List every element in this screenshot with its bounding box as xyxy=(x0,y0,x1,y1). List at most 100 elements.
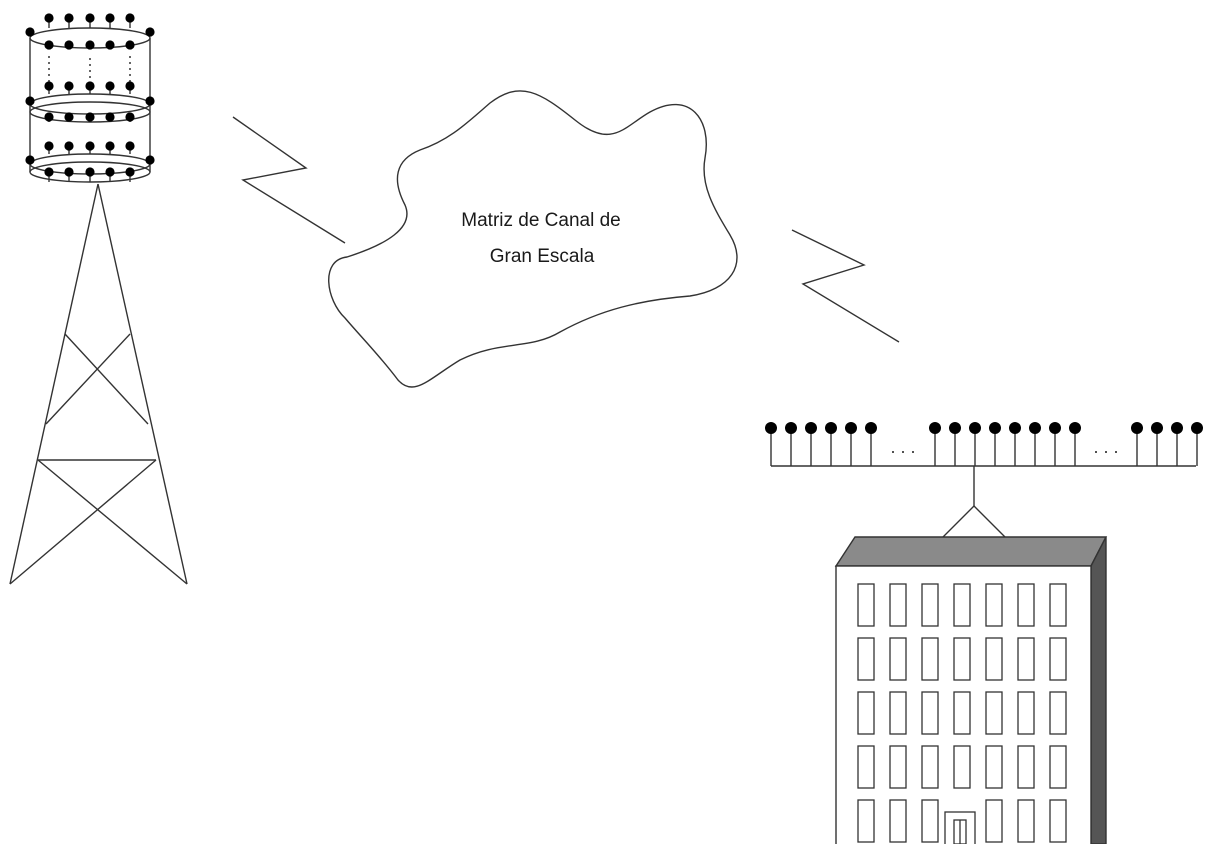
antenna-element xyxy=(105,112,115,122)
tower-lattice xyxy=(9,183,188,585)
antenna-element xyxy=(125,141,135,154)
cylindrical-antenna-array xyxy=(25,13,155,183)
building-windows xyxy=(857,583,1067,844)
building-window xyxy=(985,745,1003,789)
antenna-element xyxy=(64,81,74,94)
building-window xyxy=(953,583,971,627)
building-window xyxy=(1017,691,1035,735)
building-window xyxy=(889,583,907,627)
array-ellipsis-1: . . . xyxy=(890,437,915,457)
building-window xyxy=(953,691,971,735)
antenna-element xyxy=(145,27,155,37)
antenna-element xyxy=(845,422,857,466)
antenna-element xyxy=(969,422,981,466)
linear-antenna-array: . . . . . . xyxy=(765,422,1203,538)
user-terminal: . . . . . . xyxy=(765,422,1203,844)
linear-array-elements xyxy=(765,422,1203,466)
building-window xyxy=(1049,637,1067,681)
building-window xyxy=(889,691,907,735)
antenna-element xyxy=(64,112,74,122)
building-window xyxy=(953,637,971,681)
building-window xyxy=(1049,583,1067,627)
antenna-element xyxy=(825,422,837,466)
antenna-element xyxy=(989,422,1001,466)
wireless-link-left xyxy=(232,116,346,244)
base-station xyxy=(9,13,188,585)
antenna-element xyxy=(1171,422,1183,466)
antenna-element xyxy=(125,167,135,182)
antenna-element xyxy=(125,112,135,122)
antenna-element xyxy=(1191,422,1203,466)
cloud-label-line1: Matriz de Canal de xyxy=(461,210,620,231)
antenna-element xyxy=(785,422,797,466)
antenna-element xyxy=(805,422,817,466)
antenna-element xyxy=(85,13,95,28)
building-window xyxy=(985,799,1003,843)
antenna-element xyxy=(125,81,135,94)
building-window xyxy=(921,691,939,735)
antenna-element xyxy=(105,81,115,94)
antenna-element xyxy=(765,422,777,466)
antenna-element xyxy=(145,155,155,165)
building-window xyxy=(857,745,875,789)
antenna-element xyxy=(105,141,115,154)
cloud-label-line2: Gran Escala xyxy=(490,246,595,267)
building-window xyxy=(953,745,971,789)
antenna-element xyxy=(85,112,95,122)
antenna-element xyxy=(44,167,54,182)
antenna-element xyxy=(929,422,941,466)
building-window xyxy=(857,637,875,681)
building xyxy=(834,536,1108,844)
antenna-element xyxy=(105,13,115,28)
antenna-element xyxy=(1049,422,1061,466)
building-window xyxy=(857,583,875,627)
antenna-element xyxy=(1069,422,1081,466)
building-window xyxy=(1017,583,1035,627)
channel-cloud: Matriz de Canal de Gran Escala xyxy=(328,90,738,388)
antenna-element xyxy=(64,167,74,182)
antenna-element xyxy=(1029,422,1041,466)
building-window xyxy=(889,745,907,789)
antenna-element xyxy=(125,40,135,50)
antenna-elements xyxy=(25,13,155,182)
building-window xyxy=(921,799,939,843)
building-window xyxy=(857,799,875,843)
cloud-shape xyxy=(328,90,738,388)
building-window xyxy=(1049,691,1067,735)
antenna-element xyxy=(145,96,155,106)
antenna-element xyxy=(44,13,54,28)
building-roof xyxy=(834,536,1108,567)
building-window xyxy=(921,583,939,627)
antenna-element xyxy=(25,96,35,106)
building-window xyxy=(985,637,1003,681)
antenna-element xyxy=(865,422,877,466)
building-window xyxy=(985,583,1003,627)
building-window xyxy=(1049,745,1067,789)
building-window xyxy=(889,637,907,681)
antenna-element xyxy=(85,81,95,94)
antenna-element xyxy=(25,27,35,37)
building-window xyxy=(921,637,939,681)
array-ellipsis-2: . . . xyxy=(1093,437,1118,457)
antenna-element xyxy=(85,40,95,50)
antenna-element xyxy=(44,81,54,94)
antenna-element xyxy=(64,13,74,28)
antenna-element xyxy=(105,167,115,182)
antenna-element xyxy=(1009,422,1021,466)
antenna-element xyxy=(85,167,95,182)
antenna-element xyxy=(44,112,54,122)
wireless-link-right xyxy=(791,229,900,343)
building-window xyxy=(1049,799,1067,843)
building-window xyxy=(857,691,875,735)
antenna-element xyxy=(949,422,961,466)
antenna-element xyxy=(85,141,95,154)
antenna-element xyxy=(64,40,74,50)
building-window xyxy=(889,799,907,843)
antenna-element xyxy=(1151,422,1163,466)
antenna-element xyxy=(125,13,135,28)
antenna-element xyxy=(44,141,54,154)
building-window xyxy=(921,745,939,789)
building-door xyxy=(944,811,976,844)
building-side xyxy=(1090,536,1107,844)
